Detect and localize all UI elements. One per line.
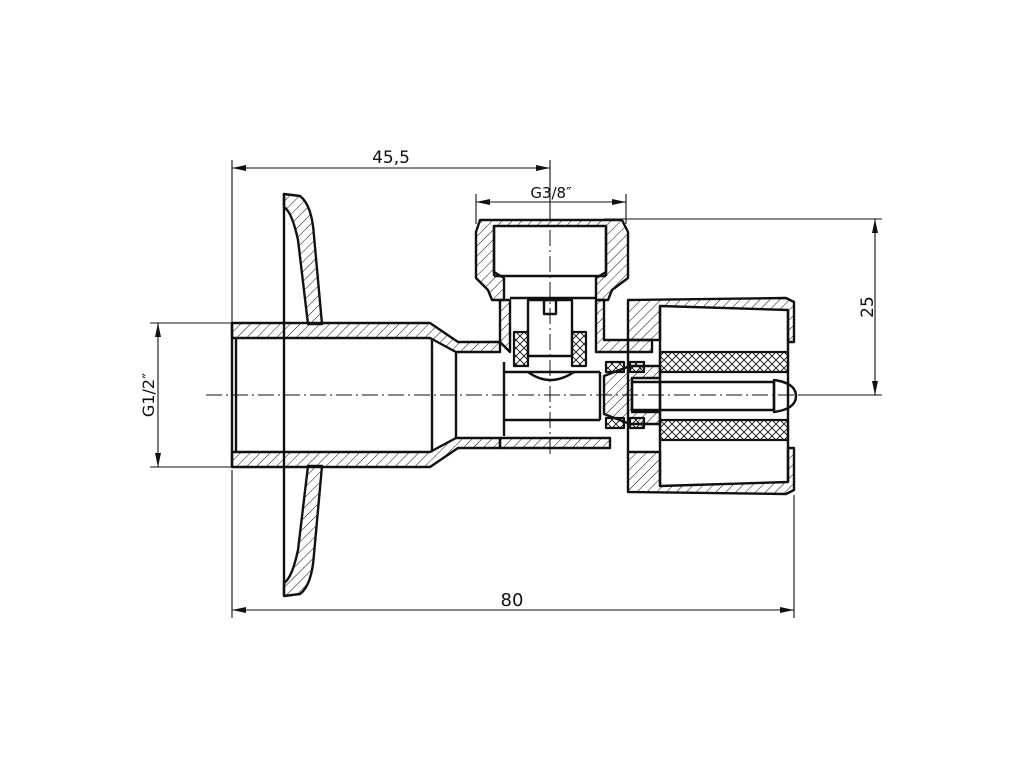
dimension-label-offset: 45,5 [372, 148, 410, 168]
dimension-offset-to-outlet: 45,5 [231, 148, 551, 325]
dimension-inlet-thread: G1/2″ [139, 322, 232, 468]
dimension-height-to-axis: 25 [604, 218, 882, 396]
dimension-overall-width: 80 [231, 470, 795, 618]
dimension-label-height: 25 [858, 296, 878, 318]
dimension-outlet-thread: G3/8″ [475, 184, 627, 224]
dimension-label-outlet-thread: G3/8″ [530, 184, 572, 202]
centerlines [206, 230, 812, 456]
dimension-label-overall-width: 80 [501, 590, 524, 611]
dimension-label-inlet-thread: G1/2″ [139, 373, 158, 417]
valve-handle-section [626, 296, 796, 496]
